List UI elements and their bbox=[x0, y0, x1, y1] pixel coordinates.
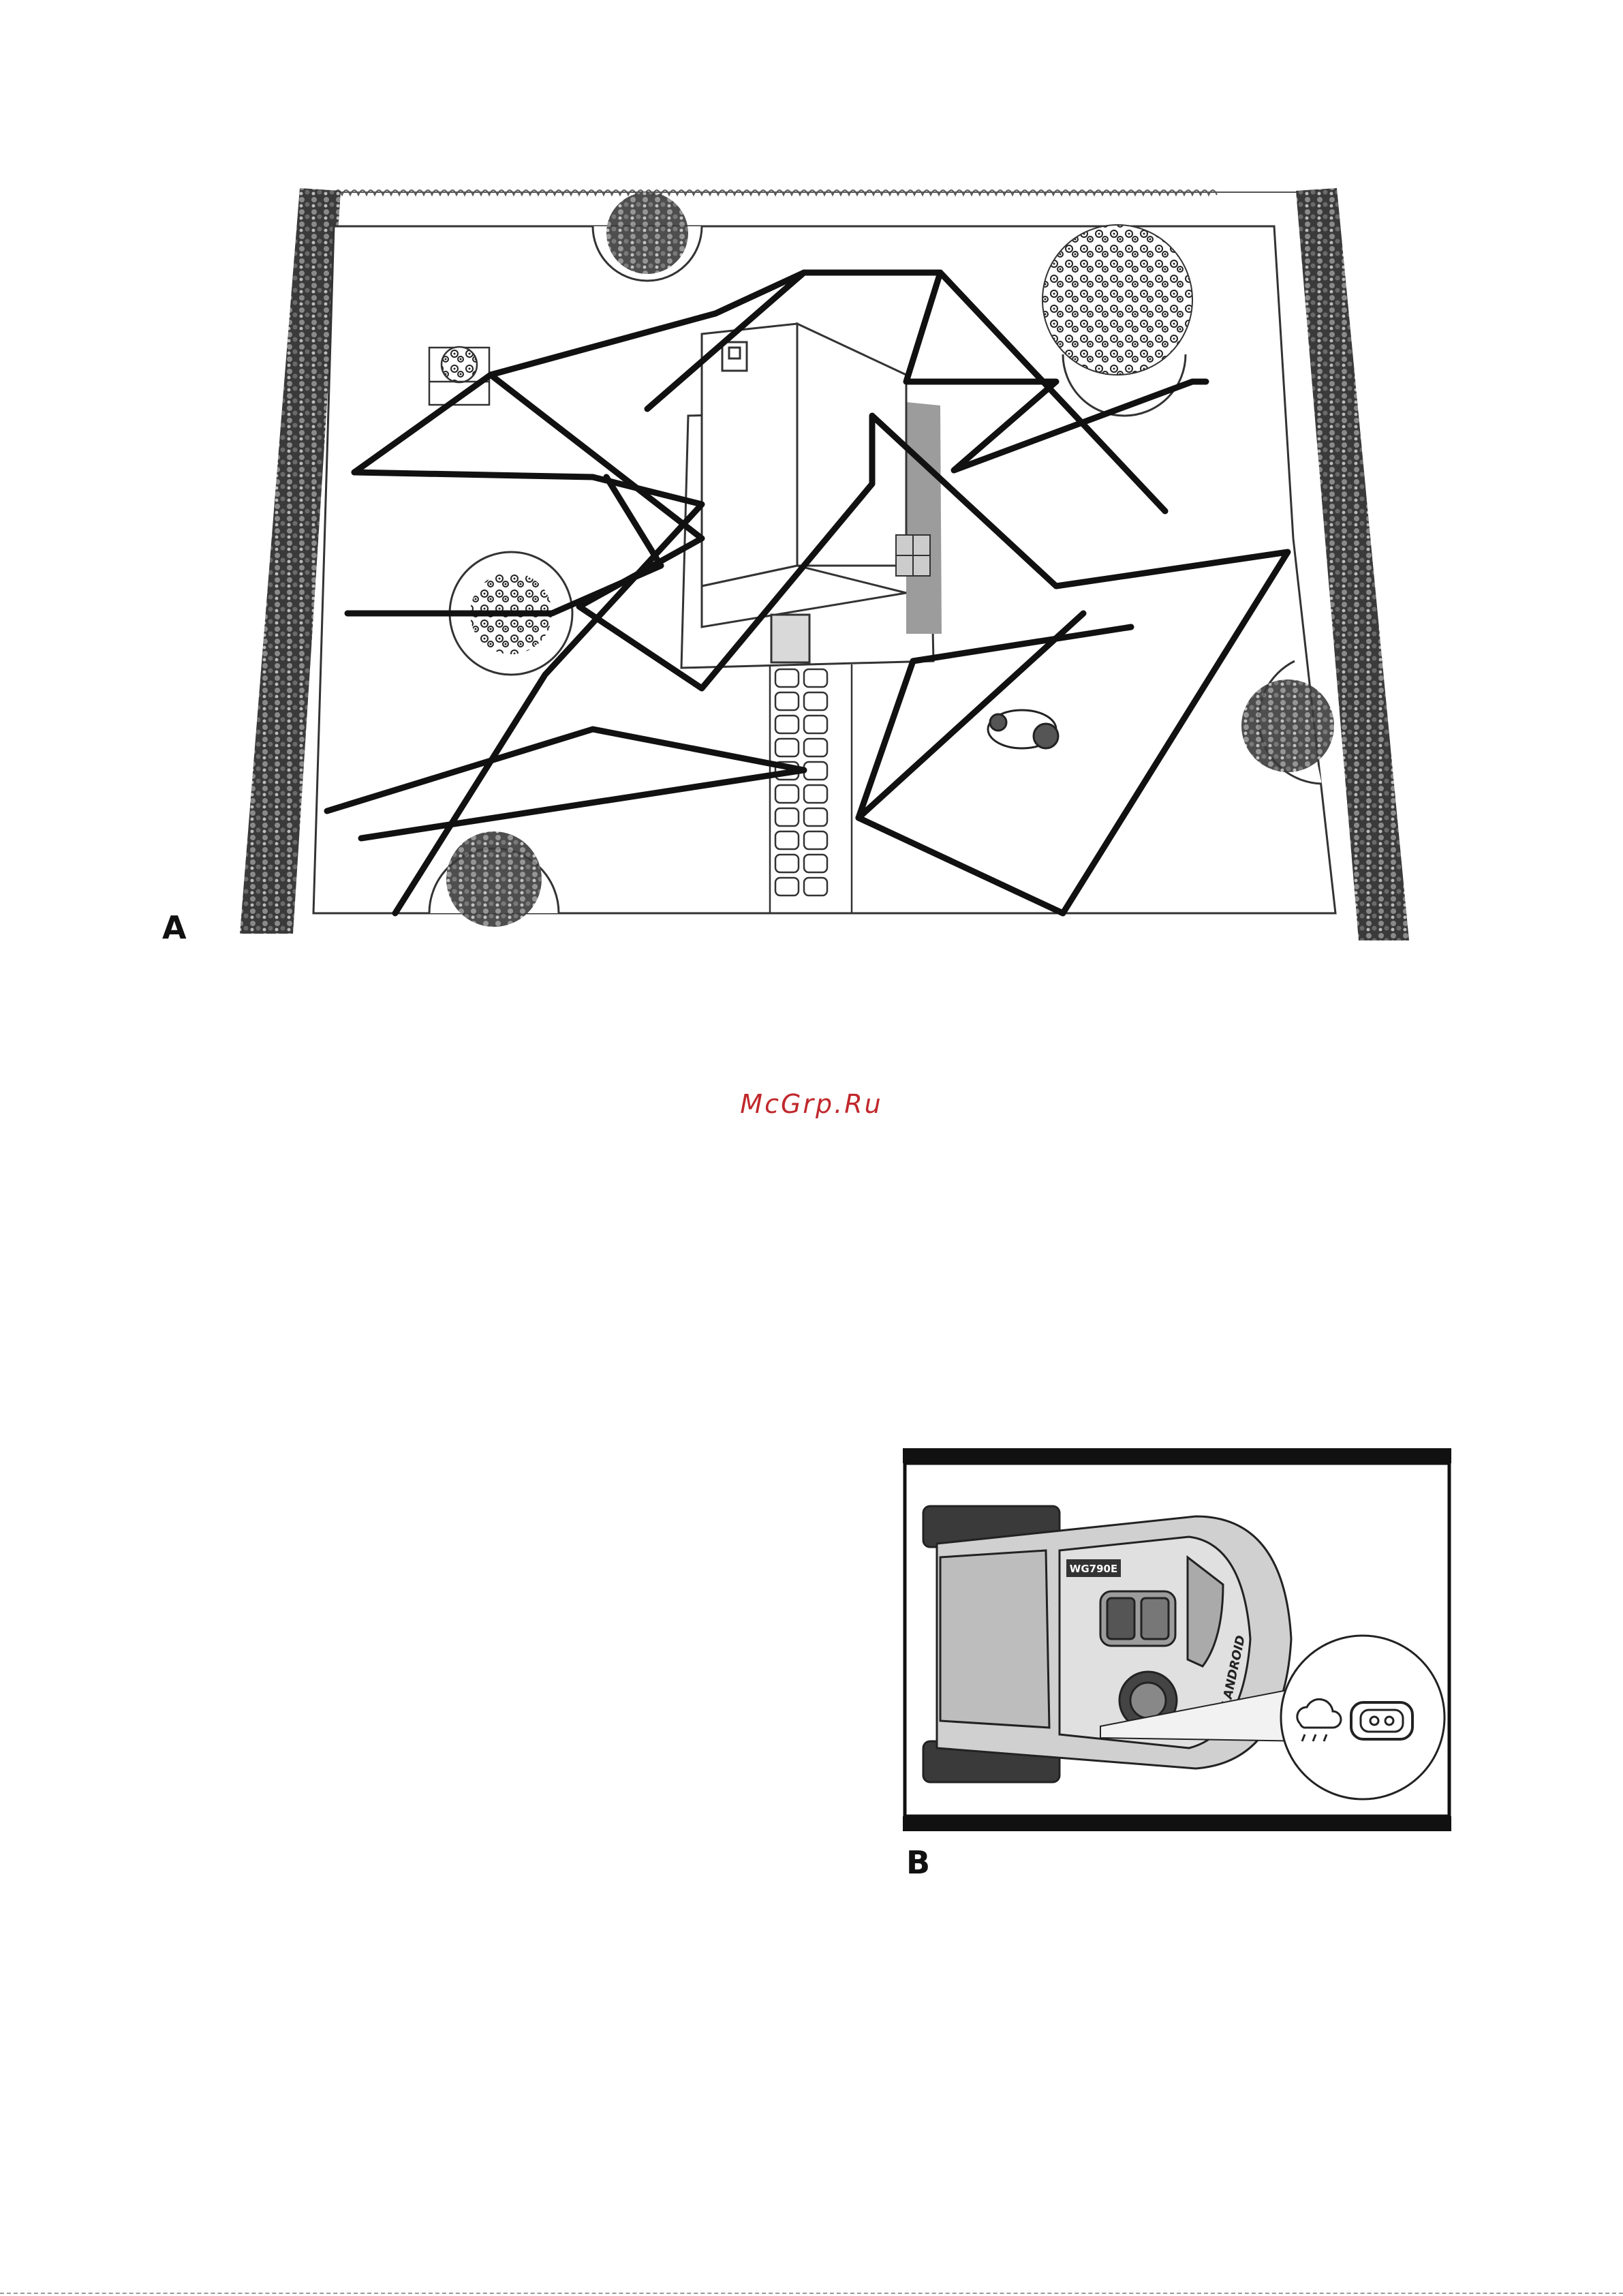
rain-sensor-contacts-icon bbox=[1351, 1702, 1412, 1739]
figure-label-a: A bbox=[162, 912, 187, 943]
fence bbox=[334, 190, 1308, 195]
solar-panel bbox=[896, 535, 930, 576]
mower-top-view-illustration: WG790E LANDROID bbox=[903, 1448, 1451, 1831]
rain-sensor-callout bbox=[1281, 1636, 1444, 1799]
footer-rule bbox=[0, 2293, 1623, 2294]
figure-label-b: B bbox=[906, 1847, 930, 1878]
model-badge-text: WG790E bbox=[1070, 1563, 1117, 1575]
garden-mowing-pattern-illustration bbox=[225, 184, 1424, 947]
house bbox=[681, 324, 942, 668]
watermark: McGrp.Ru bbox=[0, 1089, 1623, 1119]
robot-mower bbox=[988, 710, 1058, 748]
